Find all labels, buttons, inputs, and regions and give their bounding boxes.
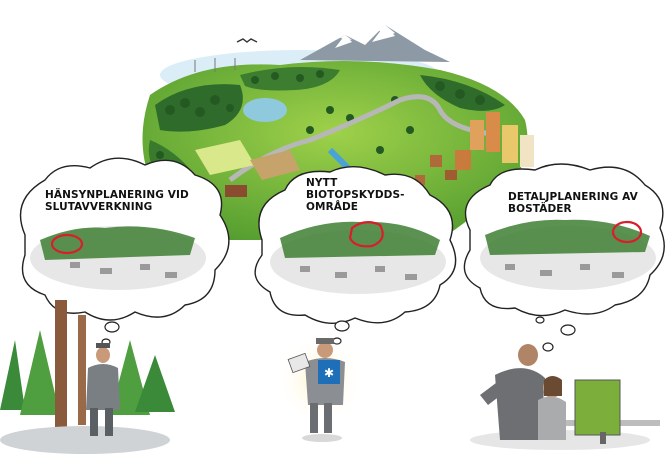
surveyor-figure: ✱ — [275, 335, 365, 442]
cloud-label-biotope: NYTT BIOTOPSKYDDS- OMRÅDE — [306, 177, 405, 213]
cloud-label-retention: HÄNSYNPLANERING VID SLUTAVVERKNING — [45, 189, 189, 213]
highlight-ring — [611, 220, 643, 244]
planners-at-computer — [470, 344, 660, 450]
svg-text:✱: ✱ — [324, 366, 334, 380]
thought-bubbles-right — [535, 316, 576, 352]
city-buildings — [415, 112, 534, 185]
thought-cloud-retention — [19, 157, 230, 321]
highlight-ring — [50, 233, 84, 255]
cloud-label-housing: DETALJPLANERING AV BOSTÄDER — [508, 191, 638, 215]
thought-cloud-biotope — [254, 166, 457, 324]
highlight-ring — [348, 221, 384, 248]
thought-bubbles-left — [101, 321, 120, 346]
forester-figure — [0, 300, 175, 454]
thought-cloud-housing — [463, 163, 665, 317]
